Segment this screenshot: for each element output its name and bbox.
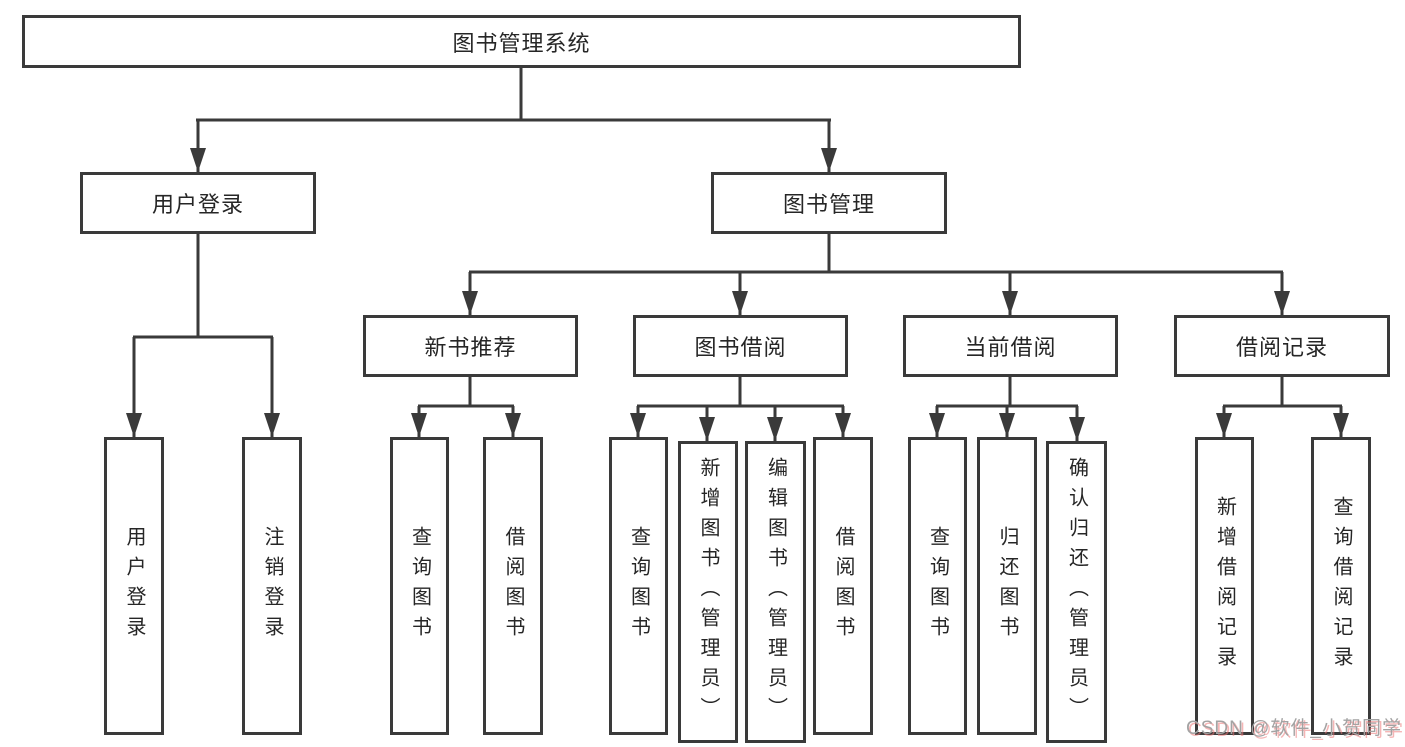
- leaf-borrow-books-1: 借阅图书: [483, 437, 543, 735]
- leaf-label: 归还图书: [996, 526, 1018, 646]
- node-label: 新书推荐: [424, 335, 517, 360]
- leaf-query-books-3: 查询图书: [908, 437, 967, 735]
- csdn-watermark: CSDN @软件_小贺同学: [1186, 718, 1402, 739]
- leaf-label: 注销登录: [261, 526, 283, 646]
- node-label: 图书借阅: [694, 335, 787, 360]
- leaf-label: 用户登录: [123, 526, 145, 646]
- leaf-user-login: 用户登录: [104, 437, 164, 735]
- leaf-label: 新增图书（管理员）: [697, 457, 719, 727]
- leaf-label: 借阅图书: [502, 526, 524, 646]
- leaf-add-books-admin: 新增图书（管理员）: [678, 441, 738, 743]
- leaf-query-books-2: 查询图书: [609, 437, 668, 735]
- node-user-login: 用户登录: [80, 172, 316, 234]
- node-label: 图书管理: [782, 192, 875, 217]
- leaf-label: 新增借阅记录: [1213, 496, 1236, 676]
- leaf-label: 查询图书: [408, 526, 431, 646]
- leaf-label: 确认归还（管理员）: [1065, 457, 1088, 727]
- node-label: 借阅记录: [1235, 335, 1328, 360]
- leaf-edit-books-admin: 编辑图书（管理员）: [745, 441, 806, 743]
- leaf-query-borrow-record: 查询借阅记录: [1311, 437, 1371, 735]
- node-new-book-recommend: 新书推荐: [363, 315, 578, 377]
- node-label: 用户登录: [151, 192, 244, 217]
- leaf-query-books-1: 查询图书: [390, 437, 449, 735]
- leaf-borrow-books-2: 借阅图书: [813, 437, 873, 735]
- node-book-management: 图书管理: [711, 172, 947, 234]
- leaf-confirm-return-admin: 确认归还（管理员）: [1046, 441, 1107, 743]
- node-book-borrowing: 图书借阅: [633, 315, 848, 377]
- leaf-label: 借阅图书: [832, 526, 854, 646]
- node-label: 当前借阅: [964, 335, 1057, 360]
- node-label: 图书管理系统: [452, 30, 591, 56]
- node-borrowing-records: 借阅记录: [1174, 315, 1390, 377]
- leaf-return-books: 归还图书: [977, 437, 1037, 735]
- leaf-logout: 注销登录: [242, 437, 302, 735]
- node-library-management-system: 图书管理系统: [22, 15, 1021, 68]
- leaf-label: 查询借阅记录: [1330, 496, 1352, 676]
- leaf-add-borrow-record: 新增借阅记录: [1195, 437, 1254, 735]
- node-current-borrowing: 当前借阅: [903, 315, 1118, 377]
- leaf-label: 编辑图书（管理员）: [764, 457, 787, 727]
- leaf-label: 查询图书: [926, 526, 949, 646]
- leaf-label: 查询图书: [627, 526, 650, 646]
